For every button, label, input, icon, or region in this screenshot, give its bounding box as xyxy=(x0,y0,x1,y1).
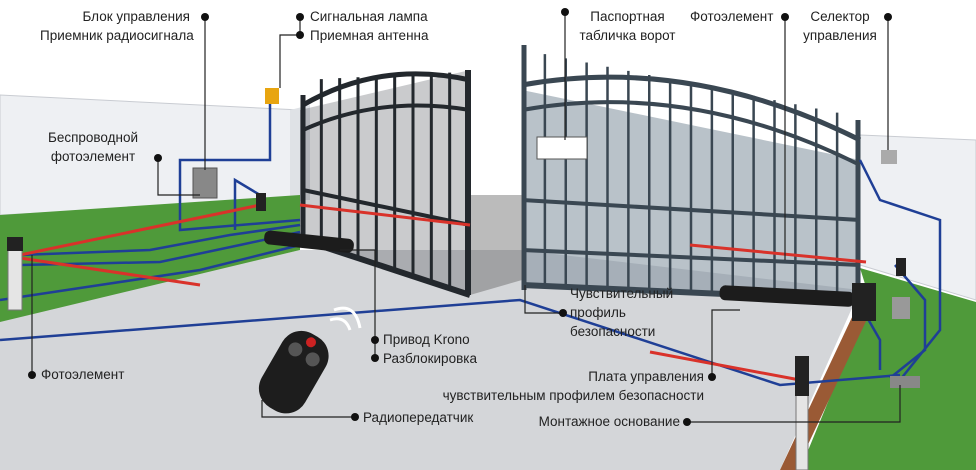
leader-lines xyxy=(31,12,901,423)
label-photocell-top: Фотоэлемент xyxy=(690,7,773,26)
krono-drive-left xyxy=(264,230,354,253)
label-control-board: Плата управления чувствительным профилем… xyxy=(420,367,704,405)
label-text: Монтажное основание xyxy=(538,414,680,429)
label-text: Радиопередатчик xyxy=(363,410,474,425)
label-text: управления xyxy=(803,28,877,43)
label-text: Плата управления xyxy=(588,369,704,384)
paving xyxy=(0,250,860,470)
label-selector: Селектор управления xyxy=(795,7,885,45)
label-safety-edge: Чувствительный профиль безопасности xyxy=(570,284,673,341)
mounting-base xyxy=(890,376,920,388)
nameplate xyxy=(536,136,588,160)
infrared-beams xyxy=(19,203,867,382)
label-text: фотоэлемент xyxy=(50,149,136,164)
label-text: Беспроводной xyxy=(47,130,139,145)
label-text: чувствительным профилем безопасности xyxy=(442,388,704,403)
leader-dots xyxy=(28,8,892,426)
label-wireless-photocell: Беспроводной фотоэлемент xyxy=(38,128,148,166)
control-unit-box xyxy=(192,167,218,199)
label-text: Приемник радиосигнала xyxy=(40,28,194,43)
label-transmitter: Радиопередатчик xyxy=(363,408,473,427)
label-text: Чувствительный xyxy=(570,286,674,301)
label-photocell-left: Фотоэлемент xyxy=(41,365,124,384)
remote-transmitter xyxy=(258,330,329,414)
label-text: Сигнальная лампа xyxy=(310,9,428,24)
label-text: Фотоэлемент xyxy=(690,9,774,24)
left-gate-bars xyxy=(319,72,452,289)
signal-waves-icon xyxy=(329,306,362,331)
selector xyxy=(881,150,897,164)
label-text: Приемная антенна xyxy=(310,28,429,43)
label-text: Блок управления xyxy=(82,9,190,24)
photocell-left-head xyxy=(7,237,23,251)
label-text: Селектор xyxy=(810,9,870,24)
krono-drive-right xyxy=(719,285,855,307)
label-text: профиль xyxy=(570,305,626,320)
signal-lamp xyxy=(265,88,279,104)
label-signal-lamp: Сигнальная лампа Приемная антенна xyxy=(310,7,429,45)
label-text: табличка ворот xyxy=(579,28,676,43)
right-gate-bars xyxy=(543,54,839,300)
label-text: Фотоэлемент xyxy=(41,367,125,382)
label-nameplate: Паспортная табличка ворот xyxy=(575,7,680,45)
label-text: Паспортная xyxy=(590,9,665,24)
label-control-unit: Блок управления Приемник радиосигнала xyxy=(40,7,194,45)
label-text: безопасности xyxy=(570,324,656,339)
label-mounting-base: Монтажное основание xyxy=(480,412,680,431)
right-grass xyxy=(800,268,976,470)
label-text: Привод Krono xyxy=(383,332,470,347)
wireless-photocell xyxy=(256,193,266,211)
label-drive: Привод Krono Разблокировка xyxy=(383,330,477,368)
label-text: Разблокировка xyxy=(383,351,477,366)
